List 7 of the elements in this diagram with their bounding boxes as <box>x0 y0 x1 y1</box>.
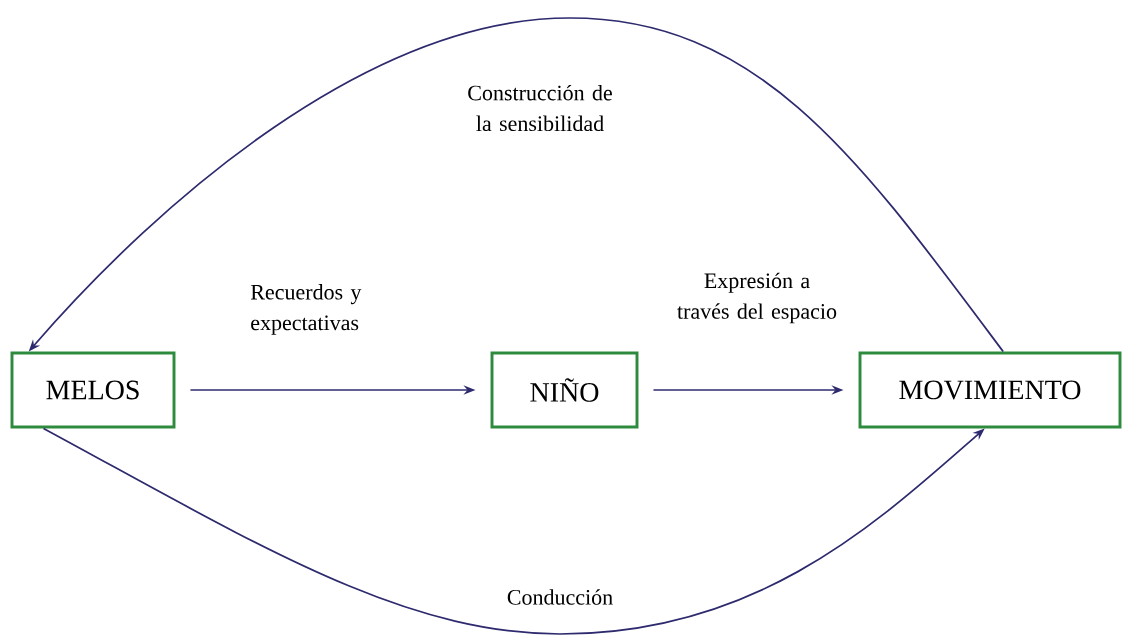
process-box: MOVIMIENTO <box>858 351 1122 429</box>
edge-label: Conducción <box>507 589 613 605</box>
process-box: MELOS <box>10 351 176 429</box>
edge-label: Construcción de la sensibilidad <box>468 84 612 132</box>
edge-label: Recuerdos y expectativas <box>250 284 362 335</box>
process-box: NIÑO <box>490 351 639 429</box>
edge-label: Expresión a través del espacio <box>677 272 837 324</box>
